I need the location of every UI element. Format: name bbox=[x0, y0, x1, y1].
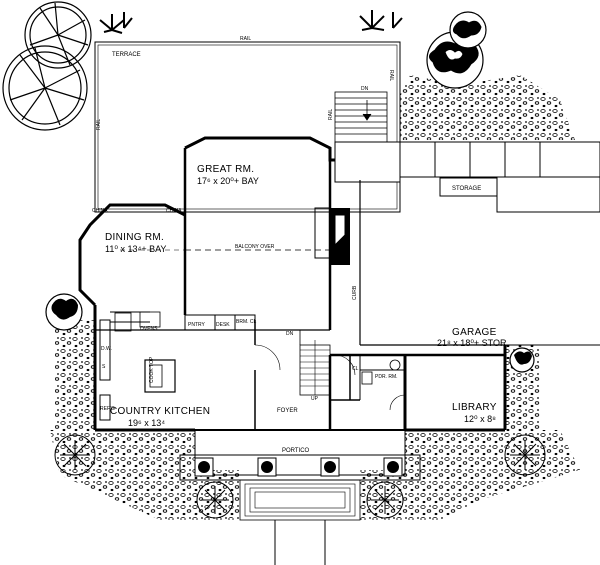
stair-down-label: DN bbox=[286, 331, 294, 337]
rail-label-left: RAIL bbox=[96, 119, 102, 130]
china-label-left: CHINA bbox=[92, 208, 108, 214]
country-kitchen-label: COUNTRY KITCHEN bbox=[110, 406, 210, 417]
balcony-over-label: BALCONY OVER bbox=[235, 244, 275, 250]
shrub-icon bbox=[509, 347, 535, 373]
ovens-label: OVENS bbox=[140, 326, 158, 332]
shrub-icon bbox=[54, 434, 546, 519]
dishwasher-label: D.W. bbox=[101, 346, 112, 352]
desk-label: DESK bbox=[216, 322, 230, 328]
refrigerator-label: REF'G bbox=[100, 406, 115, 412]
portico bbox=[179, 429, 421, 565]
library-label: LIBRARY bbox=[452, 402, 497, 413]
house-walls bbox=[78, 136, 600, 432]
stairs-icon bbox=[334, 91, 388, 143]
portico-label: PORTICO bbox=[282, 448, 310, 454]
great-room-label: GREAT RM. bbox=[197, 164, 254, 175]
pdr-room-label: PDR. RM. bbox=[375, 374, 398, 380]
library-dim: 12⁰ x 8⁸ bbox=[464, 414, 496, 424]
terrace bbox=[94, 41, 401, 213]
foyer-label: FOYER bbox=[277, 408, 298, 414]
cook-top-label: COOK TOP bbox=[149, 356, 155, 383]
closet-label: CL bbox=[352, 366, 359, 372]
dn-label: DN bbox=[361, 86, 369, 92]
great-room-dim: 17⁶ x 20⁰+ BAY bbox=[197, 176, 259, 186]
shrub-icon bbox=[45, 293, 83, 331]
rail-label-right: RAIL bbox=[388, 70, 394, 81]
tree-icon bbox=[24, 1, 92, 69]
shrub-icon bbox=[426, 11, 487, 89]
rail-label-top: RAIL bbox=[240, 36, 251, 42]
rail-label-stair: RAIL bbox=[328, 109, 334, 120]
tree-icon bbox=[2, 45, 88, 131]
dining-room-dim: 11⁰ x 13⁴+ BAY bbox=[105, 244, 166, 254]
china-label-right: CHINA bbox=[166, 208, 182, 214]
broom-closet-label: BRM. CL bbox=[236, 319, 257, 325]
curb-label: CURB bbox=[352, 285, 358, 300]
garage-dim: 21⁸ x 18⁰+ STOR. bbox=[437, 338, 509, 348]
shrub-icon bbox=[99, 10, 403, 34]
pantry-label: PNTRY bbox=[188, 322, 206, 328]
column-icon bbox=[194, 457, 403, 477]
dining-room-label: DINING RM. bbox=[105, 232, 164, 243]
walkway bbox=[334, 141, 600, 213]
garage-label: GARAGE bbox=[452, 327, 497, 338]
stair-up-label: UP bbox=[311, 396, 319, 402]
sink-label: S bbox=[102, 364, 106, 370]
country-kitchen-dim: 19⁶ x 13⁴ bbox=[128, 418, 165, 428]
terrace-label: TERRACE bbox=[112, 52, 141, 58]
storage-label: STORAGE bbox=[452, 186, 481, 192]
